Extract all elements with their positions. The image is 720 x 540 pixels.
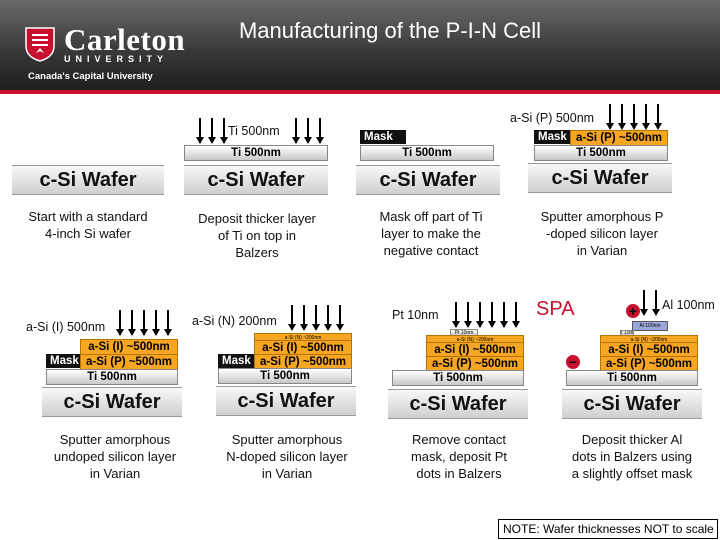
step5-a-si-i-layer: a-Si (I) ~500nm [80,339,178,355]
header-bar: Carleton UNIVERSITY Canada's Capital Uni… [0,0,720,90]
step7-deposition-arrows [452,302,520,328]
logo-wordmark: Carleton [64,22,186,57]
step8-wafer: c-Si Wafer [562,389,702,419]
step7-ti-layer: Ti 500nm [392,370,524,386]
step2-left-deposition-arrows [196,118,228,144]
step4-a-si-p-layer: a-Si (P) ~500nm [570,130,668,146]
step3-mask: Mask [360,130,406,144]
header-divider [0,90,720,94]
positive-terminal-icon: + [626,304,640,318]
logo-university: UNIVERSITY [64,54,169,64]
step6-ti-layer: Ti 500nm [218,368,352,384]
step4-deposition-arrows [606,104,662,130]
step8-a-si-p-layer: a-Si (P) ~500nm [600,356,698,372]
step5-wafer: c-Si Wafer [42,387,182,417]
step3-wafer: c-Si Wafer [356,165,500,195]
step2-ti-layer: Ti 500nm [184,145,328,161]
step6-wafer: c-Si Wafer [216,386,356,416]
step5-deposition-label: a-Si (I) 500nm [26,320,106,334]
step7-deposition-label: Pt 10nm [392,308,439,322]
step2-deposition-label: Ti 500nm [228,124,280,138]
step7-a-si-i-layer: a-Si (I) ~500nm [426,342,524,358]
step5-ti-layer: Ti 500nm [46,369,178,385]
scale-note: NOTE: Wafer thicknesses NOT to scale [498,519,718,539]
step8-ti-layer: Ti 500nm [566,370,698,386]
step1-wafer: c-Si Wafer [12,165,164,195]
step5-a-si-p-layer: a-Si (P) ~500nm [80,354,178,370]
step8-deposition-arrows [640,290,660,316]
step8-al-dot: Al 100nm [632,321,668,331]
step6-deposition-label: a-Si (N) 200nm [192,314,277,328]
step6-a-si-p-layer: a-Si (P) ~500nm [254,354,352,370]
step2-wafer: c-Si Wafer [184,165,328,195]
step8-deposition-label: Al 100nm [662,298,715,312]
spa-label: SPA [536,298,575,320]
slide-title: Manufacturing of the P-I-N Cell [238,18,542,43]
step6-deposition-arrows [288,305,344,331]
step2-right-deposition-arrows [292,118,324,144]
step4-ti-layer: Ti 500nm [534,145,668,161]
step5-mask: Mask [46,354,84,368]
negative-terminal-icon: − [566,355,580,369]
step5-deposition-arrows [116,310,172,336]
step7-wafer: c-Si Wafer [388,389,528,419]
step4-wafer: c-Si Wafer [528,163,672,193]
logo-tagline: Canada's Capital University [28,71,153,82]
step6-mask: Mask [218,354,256,368]
carleton-shield-logo [25,27,55,62]
step8-a-si-i-layer: a-Si (I) ~500nm [600,342,698,358]
step4-mask: Mask [534,130,572,144]
step3-ti-layer: Ti 500nm [360,145,494,161]
step7-a-si-p-layer: a-Si (P) ~500nm [426,356,524,372]
step4-deposition-label: a-Si (P) 500nm [510,111,595,125]
